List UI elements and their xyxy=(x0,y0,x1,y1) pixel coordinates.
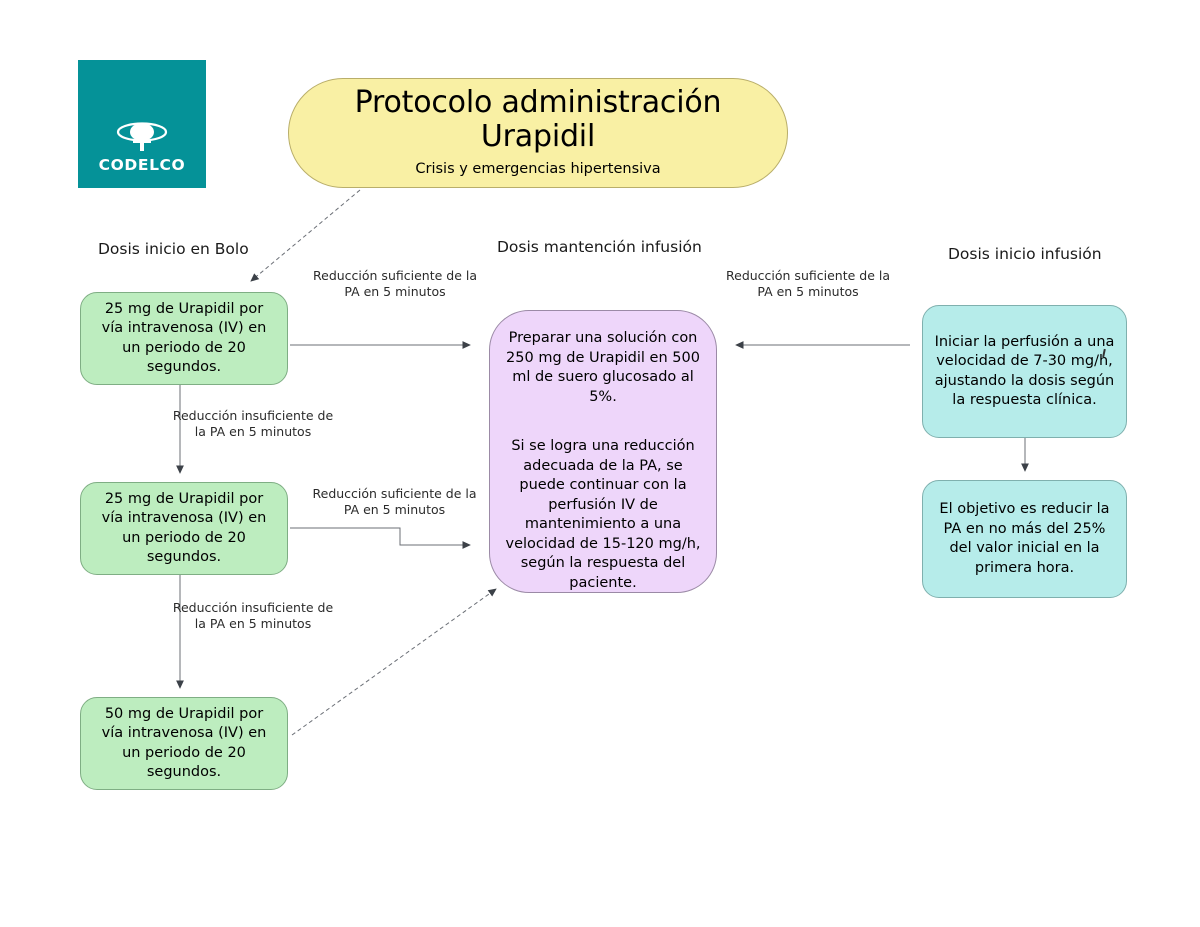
node-bolus-dose-1-line-4: segundos. xyxy=(146,359,222,375)
node-infusion-goal[interactable]: El objetivo es reducir la PA en no más d… xyxy=(922,480,1127,598)
edge-label-insufficient-2: Reducción insuficiente de la PA en 5 min… xyxy=(172,600,334,631)
node-infusion-start[interactable]: Iniciar la perfusión a una velocidad de … xyxy=(922,305,1127,438)
node-bolus-dose-3-line-2: vía intravenosa (IV) en xyxy=(101,725,267,741)
edge-label-sufficient-middle: Reducción suficiente de la PA en 5 minut… xyxy=(312,486,477,517)
node-bolus-dose-2-line-3: un periodo de 20 xyxy=(122,529,246,546)
node-infusion-start-text: Iniciar la perfusión a una velocidad de … xyxy=(934,333,1115,409)
protocol-title-line-1: Protocolo administración xyxy=(354,84,722,120)
node-bolus-dose-2-line-2: vía intravenosa (IV) en xyxy=(101,510,267,526)
node-bolus-dose-3[interactable]: 50 mg de Urapidil por vía intravenosa (I… xyxy=(80,697,288,790)
edge-bolus2-to-maintenance xyxy=(290,527,471,549)
node-bolus-dose-2-line-1: 25 mg de Urapidil por xyxy=(104,490,264,507)
protocol-title-card: Protocolo administración Urapidil Crisis… xyxy=(288,78,788,188)
codelco-logo: CODELCO xyxy=(78,60,206,188)
column-heading-bolus: Dosis inicio en Bolo xyxy=(98,240,249,258)
node-bolus-dose-2[interactable]: 25 mg de Urapidil por vía intravenosa (I… xyxy=(80,482,288,575)
node-bolus-dose-1-line-3: un periodo de 20 xyxy=(122,339,246,356)
column-heading-infusion: Dosis inicio infusión xyxy=(948,245,1102,263)
node-bolus-dose-2-line-4: segundos. xyxy=(146,549,222,565)
node-infusion-goal-text: El objetivo es reducir la PA en no más d… xyxy=(939,501,1110,576)
edge-label-sufficient-right: Reducción suficiente de la PA en 5 minut… xyxy=(726,268,890,299)
edge-label-insufficient-1: Reducción insuficiente de la PA en 5 min… xyxy=(172,408,334,439)
node-bolus-dose-1[interactable]: 25 mg de Urapidil por vía intravenosa (I… xyxy=(80,292,288,385)
node-maintenance-infusion[interactable]: Preparar una solución con 250 mg de Urap… xyxy=(489,310,717,593)
codelco-emblem-icon xyxy=(116,122,168,151)
protocol-subtitle: Crisis y emergencias hipertensiva xyxy=(415,160,661,177)
node-bolus-dose-3-line-3: un periodo de 20 xyxy=(122,744,246,761)
node-bolus-dose-1-line-1: 25 mg de Urapidil por xyxy=(104,300,264,317)
edge-label-sufficient-top: Reducción suficiente de la PA en 5 minut… xyxy=(313,268,477,299)
node-maintenance-paragraph-2: Si se logra una reducción adecuada de la… xyxy=(505,438,701,591)
node-bolus-dose-1-line-2: vía intravenosa (IV) en xyxy=(101,320,267,336)
node-bolus-dose-3-line-1: 50 mg de Urapidil por xyxy=(104,705,264,722)
column-heading-maintenance: Dosis mantención infusión xyxy=(497,238,702,256)
node-maintenance-paragraph-1: Preparar una solución con 250 mg de Urap… xyxy=(506,330,700,405)
protocol-title-line-2: Urapidil xyxy=(480,118,596,154)
node-bolus-dose-3-line-4: segundos. xyxy=(146,764,222,780)
codelco-wordmark: CODELCO xyxy=(98,156,186,174)
